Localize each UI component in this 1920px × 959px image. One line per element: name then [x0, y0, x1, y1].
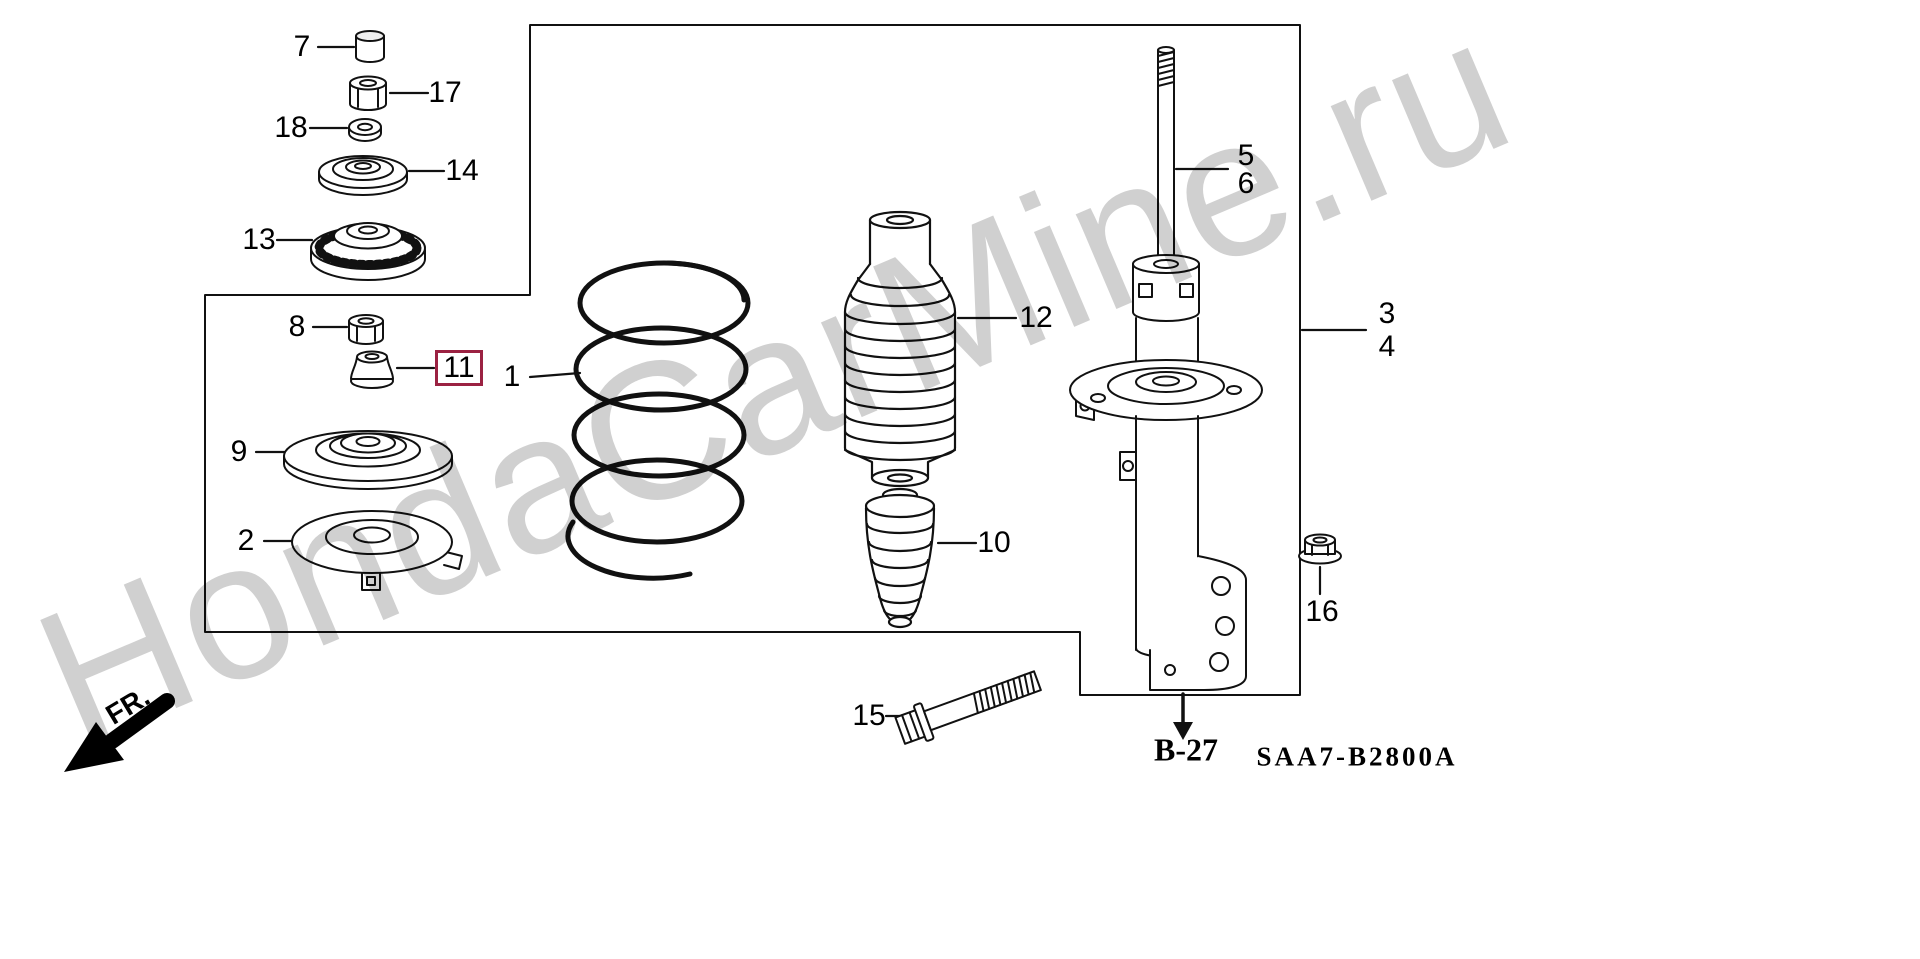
part-label-16[interactable]: 16 — [1305, 595, 1339, 628]
part-16-flange-nut — [1298, 533, 1342, 565]
part-11-mounting-rubber — [350, 350, 394, 389]
part-5-6-shock-absorber-strut — [1069, 46, 1263, 691]
part-label-10[interactable]: 10 — [977, 526, 1011, 559]
part-label-18[interactable]: 18 — [274, 111, 308, 144]
part-label-6[interactable]: 6 — [1237, 167, 1255, 200]
part-12-dust-boot — [843, 210, 957, 488]
part-label-4[interactable]: 4 — [1378, 330, 1396, 363]
part-10-bump-stop — [864, 487, 936, 629]
part-17-nut — [349, 75, 387, 111]
part-2-lower-spring-seat — [291, 510, 463, 591]
part-label-13[interactable]: 13 — [242, 223, 276, 256]
part-label-2[interactable]: 2 — [237, 524, 255, 557]
part-1-coil-spring — [565, 260, 751, 581]
diagram-border — [204, 24, 1301, 696]
part-18-washer — [348, 118, 382, 142]
part-13-strut-mount — [310, 222, 426, 281]
b27-arrow-icon — [1173, 692, 1193, 740]
part-label-3[interactable]: 3 — [1378, 297, 1396, 330]
part-8-nut — [348, 314, 384, 345]
drawing-code: SAA7-B2800A — [1256, 741, 1458, 772]
part-15-flange-bolt — [894, 670, 1042, 745]
part-label-5[interactable]: 5 — [1237, 139, 1255, 172]
part-label-15[interactable]: 15 — [852, 699, 886, 732]
part-label-1[interactable]: 1 — [503, 360, 521, 393]
part-label-12[interactable]: 12 — [1019, 301, 1053, 334]
part-11-highlight-box[interactable]: 11 — [435, 350, 483, 386]
part-9-upper-spring-seat — [283, 430, 453, 490]
part-label-8[interactable]: 8 — [288, 310, 306, 343]
part-label-7[interactable]: 7 — [293, 30, 311, 63]
front-direction-arrow-icon — [64, 693, 175, 772]
part-7-cap — [355, 30, 385, 63]
part-label-9[interactable]: 9 — [230, 435, 248, 468]
part-label-14[interactable]: 14 — [445, 154, 479, 187]
part-label-17[interactable]: 17 — [428, 76, 462, 109]
b27-reference[interactable]: B-27 — [1154, 731, 1218, 768]
part-14-mount-bearing — [318, 155, 408, 196]
